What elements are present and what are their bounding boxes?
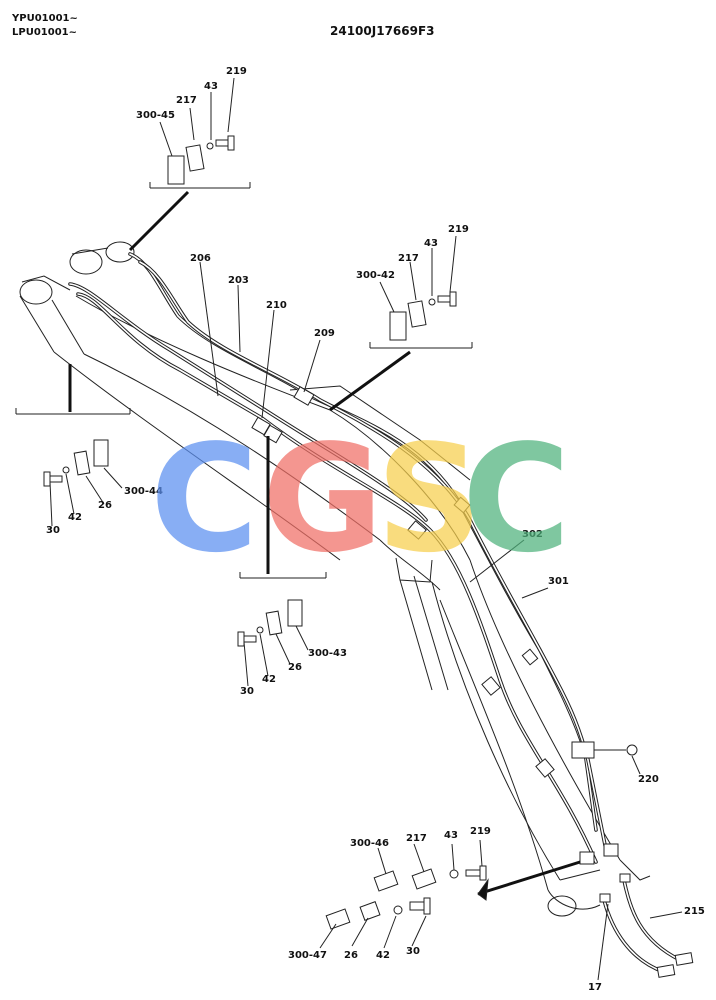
callout-17: 17 xyxy=(588,982,602,993)
callout-300-47: 300-47 xyxy=(288,950,327,961)
hydraulic-tubes xyxy=(68,252,694,978)
callout-30-bottom: 30 xyxy=(406,946,420,957)
serial-range-2: LPU01001~ xyxy=(12,27,77,38)
detail-group-right xyxy=(329,291,473,412)
leader-lines xyxy=(49,77,683,981)
callout-300-44: 300-44 xyxy=(124,486,163,497)
serial-range-1: YPU01001~ xyxy=(11,13,78,24)
watermark-letter-g: G xyxy=(262,413,383,585)
callout-300-43: 300-43 xyxy=(308,648,347,659)
detail-group-bottom xyxy=(325,860,581,930)
detail-group-left xyxy=(15,364,131,487)
callout-42-bottom: 42 xyxy=(376,950,390,961)
callout-30-mid: 30 xyxy=(240,686,254,697)
callout-43-right: 43 xyxy=(424,238,438,249)
callout-26-bottom: 26 xyxy=(344,950,358,961)
arm-body xyxy=(19,241,651,917)
callout-302: 302 xyxy=(522,529,543,540)
callout-300-45: 300-45 xyxy=(136,110,175,121)
callout-217-top: 217 xyxy=(176,95,197,106)
callout-43-bottom: 43 xyxy=(444,830,458,841)
drawing-number: 24100J17669F3 xyxy=(330,24,435,38)
callout-30-left: 30 xyxy=(46,525,60,536)
callout-219-bottom: 219 xyxy=(470,826,491,837)
callout-300-42: 300-42 xyxy=(356,270,395,281)
callout-42-left: 42 xyxy=(68,512,82,523)
callout-215: 215 xyxy=(684,906,705,917)
callout-26-left: 26 xyxy=(98,500,112,511)
watermark-letter-c1: C xyxy=(150,413,259,585)
watermark-logo: C G S C xyxy=(150,413,571,585)
callout-217-right: 217 xyxy=(398,253,419,264)
callout-203: 203 xyxy=(228,275,249,286)
callout-labels: 219 43 217 300-45 206 203 210 209 219 43… xyxy=(46,66,705,993)
callout-217-bottom: 217 xyxy=(406,833,427,844)
callout-43-top: 43 xyxy=(204,81,218,92)
callout-219-top: 219 xyxy=(226,66,247,77)
callout-220: 220 xyxy=(638,774,659,785)
watermark-letter-s: S xyxy=(376,413,483,585)
callout-26-mid: 26 xyxy=(288,662,302,673)
callout-206: 206 xyxy=(190,253,211,264)
callout-219-right: 219 xyxy=(448,224,469,235)
callout-42-mid: 42 xyxy=(262,674,276,685)
watermark-letter-c2: C xyxy=(462,413,571,585)
callout-301: 301 xyxy=(548,576,569,587)
callout-300-46: 300-46 xyxy=(350,838,389,849)
detail-group-top xyxy=(128,135,251,252)
detail-group-mid xyxy=(237,436,327,647)
tube-clamps xyxy=(251,386,638,865)
callout-209: 209 xyxy=(314,328,335,339)
callout-210: 210 xyxy=(266,300,287,311)
